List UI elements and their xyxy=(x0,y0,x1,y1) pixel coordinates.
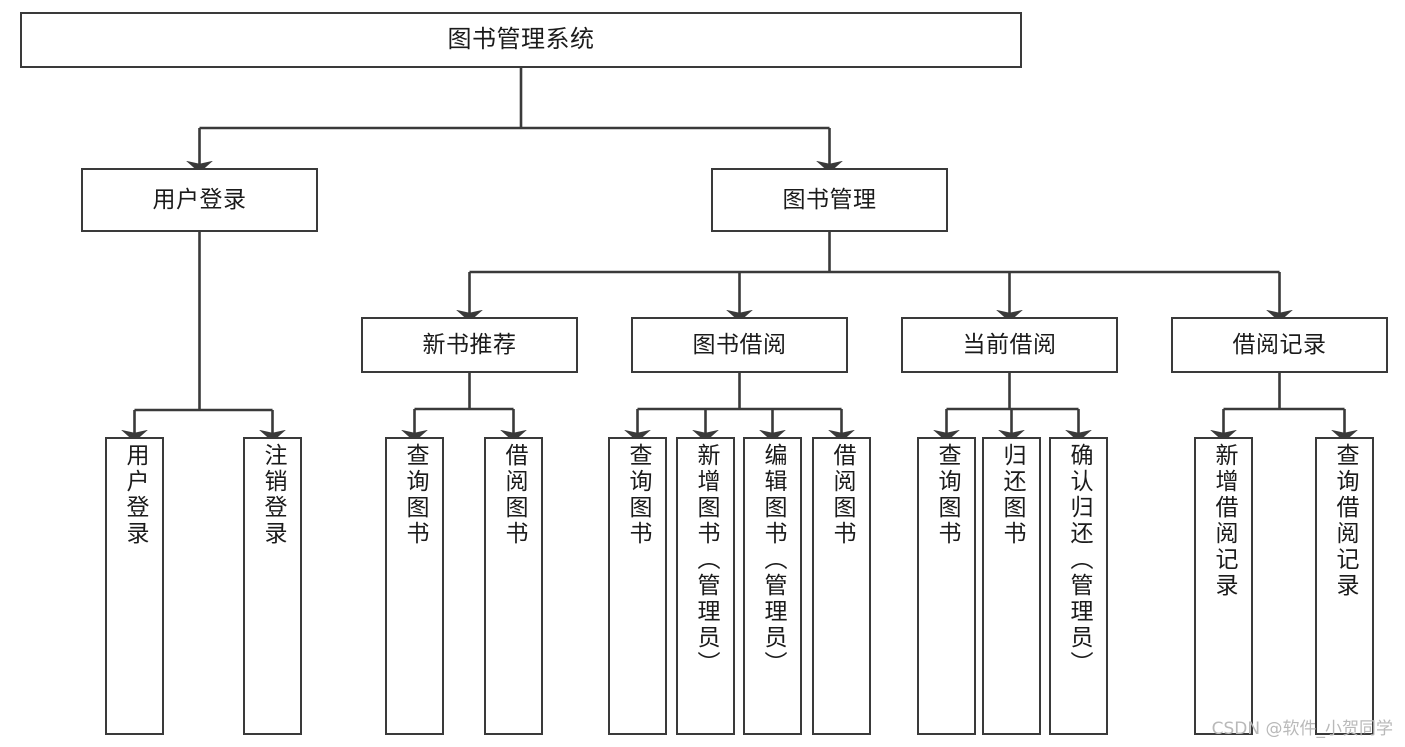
node-label: 图书借阅 xyxy=(692,331,787,358)
node-label: 借阅记录 xyxy=(1232,331,1327,358)
node-label: 查询图书 xyxy=(402,443,428,547)
node-book-management[interactable]: 图书管理 xyxy=(711,168,948,232)
node-label: 新增图书（管理员） xyxy=(693,443,719,677)
node-label: 新书推荐 xyxy=(422,331,517,358)
node-label: 查询借阅记录 xyxy=(1332,443,1358,599)
node-current-borrow[interactable]: 当前借阅 xyxy=(901,317,1118,373)
node-leaf-confirm-return-admin[interactable]: 确认归还（管理员） xyxy=(1049,437,1108,735)
node-label: 当前借阅 xyxy=(962,331,1057,358)
node-label: 借阅图书 xyxy=(829,443,855,547)
node-label: 用户登录 xyxy=(122,443,148,547)
node-label: 编辑图书（管理员） xyxy=(760,443,786,677)
node-leaf-query-borrow-record[interactable]: 查询借阅记录 xyxy=(1315,437,1374,735)
node-book-borrow[interactable]: 图书借阅 xyxy=(631,317,848,373)
node-label: 新增借阅记录 xyxy=(1211,443,1237,599)
node-leaf-return-book[interactable]: 归还图书 xyxy=(982,437,1041,735)
node-leaf-query-book-borrow[interactable]: 查询图书 xyxy=(608,437,667,735)
node-leaf-query-book-recommend[interactable]: 查询图书 xyxy=(385,437,444,735)
node-label: 查询图书 xyxy=(934,443,960,547)
node-leaf-user-logout[interactable]: 注销登录 xyxy=(243,437,302,735)
node-leaf-query-book-current[interactable]: 查询图书 xyxy=(917,437,976,735)
node-leaf-user-login[interactable]: 用户登录 xyxy=(105,437,164,735)
node-root-book-management-system[interactable]: 图书管理系统 xyxy=(20,12,1022,68)
node-leaf-add-borrow-record[interactable]: 新增借阅记录 xyxy=(1194,437,1253,735)
node-borrow-record[interactable]: 借阅记录 xyxy=(1171,317,1388,373)
watermark-text: CSDN @软件_小贺同学 xyxy=(1211,719,1393,739)
node-label: 用户登录 xyxy=(152,186,247,213)
node-label: 注销登录 xyxy=(260,443,286,547)
node-leaf-borrow-book-recommend[interactable]: 借阅图书 xyxy=(484,437,543,735)
node-leaf-add-book-admin[interactable]: 新增图书（管理员） xyxy=(676,437,735,735)
node-label: 借阅图书 xyxy=(501,443,527,547)
node-user-login[interactable]: 用户登录 xyxy=(81,168,318,232)
node-new-book-recommendation[interactable]: 新书推荐 xyxy=(361,317,578,373)
node-leaf-borrow-book[interactable]: 借阅图书 xyxy=(812,437,871,735)
node-leaf-edit-book-admin[interactable]: 编辑图书（管理员） xyxy=(743,437,802,735)
node-label: 图书管理 xyxy=(782,186,877,213)
node-label: 确认归还（管理员） xyxy=(1066,443,1092,677)
node-label: 图书管理系统 xyxy=(447,25,595,54)
node-label: 查询图书 xyxy=(625,443,651,547)
node-label: 归还图书 xyxy=(999,443,1025,547)
